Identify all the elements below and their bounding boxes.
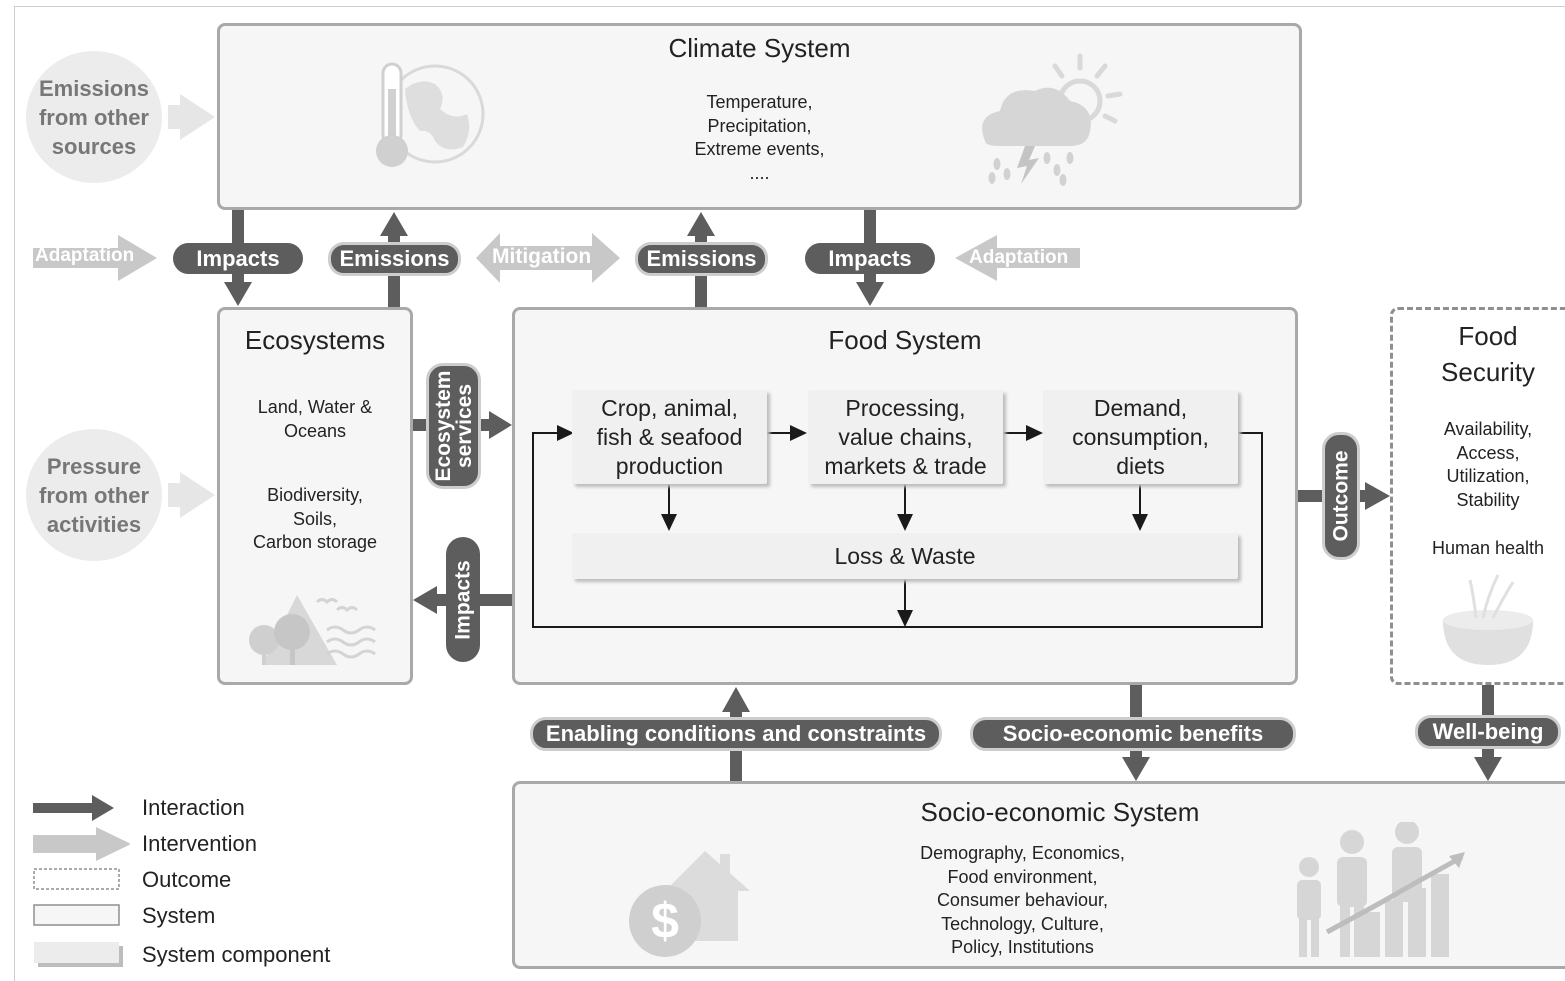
- climate-system-details: Temperature, Precipitation, Extreme even…: [694, 92, 825, 183]
- socio-economic-details: Demography, Economics, Food environment,…: [920, 843, 1125, 957]
- mitigation-label: Mitigation: [492, 245, 592, 268]
- ecosystems-box: Ecosystems Land, Water & Oceans Biodiver…: [217, 307, 413, 685]
- processing-label: Processing, value chains, markets & trad…: [824, 394, 987, 479]
- ecosystems-services-list: Biodiversity, Soils, Carbon storage: [252, 485, 378, 552]
- legend-outcome-box: [33, 868, 120, 890]
- well-being-label: Well-being: [1415, 715, 1561, 749]
- production-label: Crop, animal, fish & seafood production: [596, 394, 743, 479]
- climate-system-box: Climate System Temperature, Precipitatio…: [217, 23, 1302, 210]
- svg-text:$: $: [651, 893, 679, 949]
- legend-system-box: [33, 904, 120, 926]
- thermometer-globe-icon: [376, 62, 485, 167]
- frame-top-border: [14, 6, 1565, 7]
- food-security-pillars: Availability, Access, Utilization, Stabi…: [1443, 419, 1533, 510]
- mountain-trees-waves-icon: [249, 595, 376, 665]
- outcome-label: Outcome: [1329, 450, 1353, 542]
- legend-intervention: Intervention: [142, 831, 257, 856]
- storm-sun-cloud-icon: [982, 53, 1123, 186]
- house-dollar-icon: $: [629, 851, 750, 957]
- legend-outcome: Outcome: [142, 867, 232, 892]
- socio-economic-box: Socio-economic System Demography, Econom…: [512, 781, 1565, 969]
- ecosystems-resources: Land, Water & Oceans: [257, 397, 373, 441]
- impacts-food-to-ecosystems-label: Impacts: [451, 559, 475, 640]
- production-component: Crop, animal, fish & seafood production: [572, 390, 767, 484]
- emissions-other-sources: Emissions from other sources: [26, 51, 162, 183]
- people-growth-chart-icon: [1297, 822, 1465, 957]
- legend-component-box: [34, 942, 123, 967]
- legend-interaction: Interaction: [142, 795, 245, 820]
- adaptation-left-label: Adaptation: [35, 245, 135, 266]
- enabling-conditions-label: Enabling conditions and constraints: [530, 717, 942, 751]
- food-security-box: Food Security Availability, Access, Util…: [1390, 307, 1565, 685]
- adaptation-right-label: Adaptation: [969, 247, 1069, 268]
- impacts-climate-to-ecosystems: Impacts: [173, 243, 303, 274]
- food-security-health: Human health: [1431, 538, 1545, 558]
- ecosystem-services-pill: Ecosystem services: [426, 363, 481, 489]
- food-security-title: Food Security: [1441, 321, 1535, 387]
- loss-waste-component: Loss & Waste: [572, 533, 1238, 579]
- outcome-pill: Outcome: [1322, 432, 1360, 560]
- pressure-arrows: [168, 94, 215, 518]
- climate-system-title: Climate System: [668, 33, 851, 63]
- ecosystems-title: Ecosystems: [244, 325, 386, 355]
- legend-system-component: System component: [142, 942, 331, 967]
- socio-economic-benefits-label: Socio-economic benefits: [970, 717, 1296, 751]
- pressure-other-activities: Pressure from other activities: [26, 429, 162, 561]
- legend-symbols: [33, 795, 130, 967]
- socio-economic-title: Socio-economic System: [920, 797, 1200, 827]
- demand-label: Demand, consumption, diets: [1072, 394, 1209, 479]
- frame-left-border: [14, 6, 15, 981]
- food-system-title: Food System: [828, 325, 982, 355]
- grain-bowl-icon: [1443, 574, 1533, 665]
- impacts-climate-to-food: Impacts: [805, 243, 935, 274]
- intervention-arrows: [33, 233, 1080, 283]
- impacts-food-to-ecosystems-pill: Impacts: [446, 537, 480, 662]
- processing-component: Processing, value chains, markets & trad…: [808, 390, 1003, 484]
- loss-waste-label: Loss & Waste: [834, 542, 976, 569]
- demand-component: Demand, consumption, diets: [1043, 390, 1238, 484]
- legend-interaction-arrow: [33, 795, 114, 821]
- legend-system: System: [142, 903, 216, 928]
- emissions-food-to-climate: Emissions: [635, 242, 768, 276]
- ecosystem-services-label: Ecosystem services: [431, 370, 476, 482]
- emissions-ecosystems-to-climate: Emissions: [328, 242, 461, 276]
- legend-intervention-arrow: [33, 827, 130, 861]
